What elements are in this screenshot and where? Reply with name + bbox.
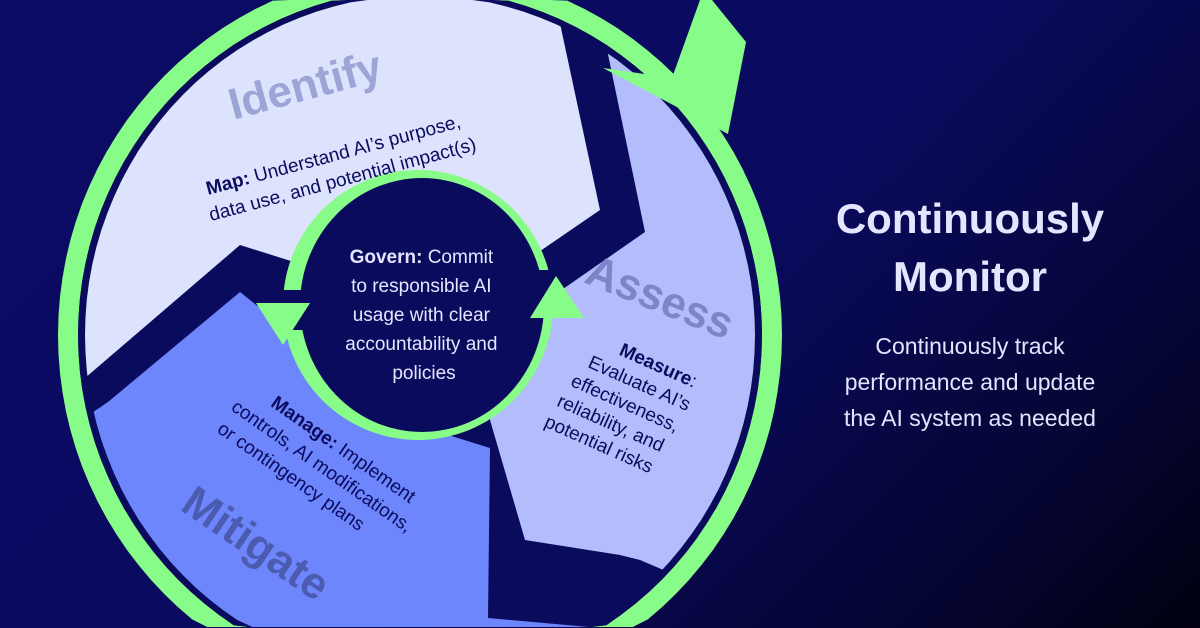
monitor-title-line-2: Monitor (893, 253, 1047, 300)
govern-line-1: Commit (422, 247, 493, 268)
monitor-desc-line-3: the AI system as needed (844, 405, 1096, 431)
monitor-description: Continuously track performance and update… (790, 328, 1150, 436)
govern-line-5: policies (392, 363, 455, 384)
govern-arrow-up-icon (530, 276, 584, 318)
govern-line-3: usage with clear (353, 305, 491, 326)
monitor-title-line-1: Continuously (835, 195, 1105, 242)
govern-circle (300, 178, 544, 432)
govern-label: Govern: (350, 247, 423, 268)
govern-line-4: accountability and (345, 334, 497, 355)
monitor-desc-line-2: performance and update (844, 369, 1096, 395)
monitor-desc-line-1: Continuously track (875, 333, 1065, 359)
govern-line-2: to responsible AI (351, 276, 491, 297)
cycle-arrowhead-icon (603, 0, 746, 134)
govern-arrow-down-icon (256, 303, 310, 345)
govern-description: Govern: Commit to responsible AI usage w… (345, 247, 502, 384)
